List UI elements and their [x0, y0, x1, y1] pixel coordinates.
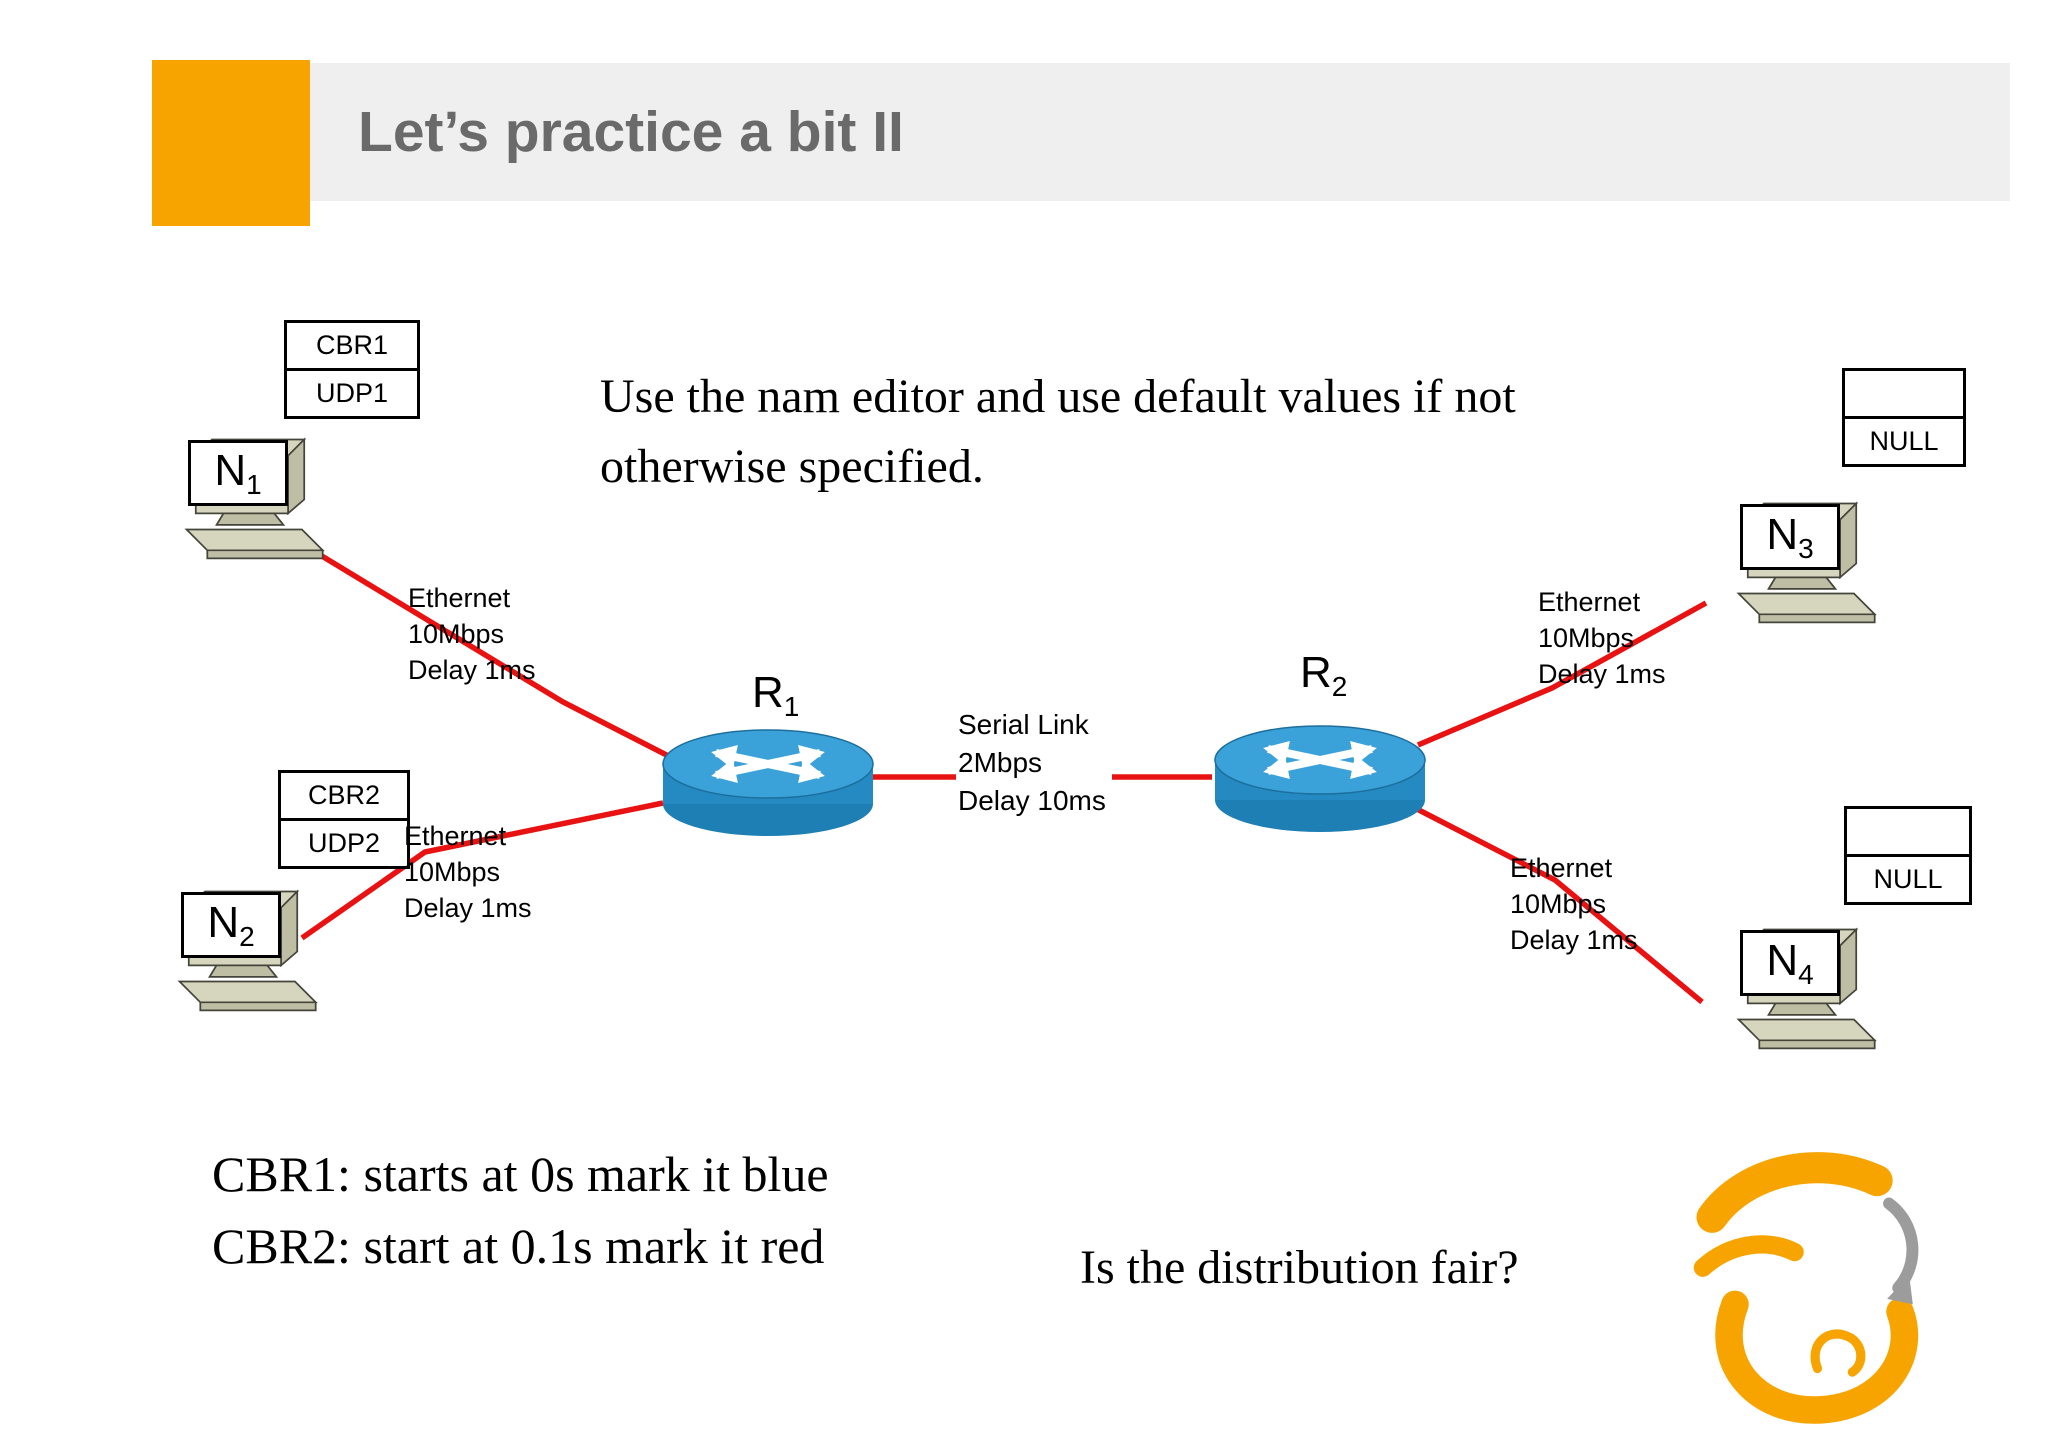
node-subscript: 4 — [1798, 959, 1814, 990]
node-label-n3: N3 — [1740, 504, 1840, 570]
router-r2 — [1210, 712, 1430, 837]
node-name: N — [207, 898, 240, 947]
router-icon — [1214, 725, 1426, 832]
router-label-r1: R1 — [752, 668, 799, 723]
router-subscript: 2 — [1331, 671, 1348, 702]
agent-empty-cell — [1845, 371, 1963, 419]
agent-udp1-label: UDP1 — [315, 378, 389, 408]
link-label-n4: Ethernet 10Mbps Delay 1ms — [1510, 853, 1638, 955]
host-n2: N2 — [165, 880, 351, 1030]
node-subscript: 1 — [246, 469, 262, 500]
link-label-n1: Ethernet 10Mbps Delay 1ms — [408, 583, 536, 685]
node-label-n2: N2 — [181, 892, 281, 958]
agent-box-null-n3: NULL — [1842, 368, 1966, 467]
agent-cbr2-label: CBR2 — [281, 773, 407, 821]
host-n3: N3 — [1724, 492, 1910, 642]
agent-box-cbr2: CBR2 UDP2 — [278, 770, 410, 869]
accent-square — [152, 60, 310, 226]
node-name: N — [214, 446, 247, 495]
note-cbr2: CBR2: start at 0.1s mark it red — [212, 1218, 825, 1274]
agent-box-cbr1: CBR1 UDP1 — [284, 320, 420, 419]
agent-null3-label: NULL — [1869, 426, 1939, 456]
page-title: Let’s practice a bit II — [358, 100, 904, 164]
agent-empty-cell — [1847, 809, 1969, 857]
host-n1: N1 — [172, 428, 358, 578]
header-band: Let’s practice a bit II — [310, 63, 2010, 201]
logo-swirl-icon — [1693, 1152, 1919, 1424]
node-subscript: 2 — [239, 921, 255, 952]
node-label-n1: N1 — [188, 440, 288, 506]
notes-block: CBR1: starts at 0s mark it blue CBR2: st… — [212, 1138, 829, 1282]
node-name: N — [1766, 510, 1799, 559]
node-subscript: 3 — [1798, 533, 1814, 564]
link-label-serial: Serial Link 2Mbps Delay 10ms — [956, 706, 1112, 820]
note-cbr1: CBR1: starts at 0s mark it blue — [212, 1146, 829, 1202]
question-text: Is the distribution fair? — [1080, 1241, 1519, 1294]
instruction-text: Use the nam editor and use default value… — [600, 370, 1516, 493]
router-name: R — [1300, 648, 1332, 697]
router-icon — [662, 729, 874, 836]
agent-udp2-label: UDP2 — [307, 828, 381, 858]
agent-cbr1-label: CBR1 — [287, 323, 417, 371]
agent-null4-label: NULL — [1873, 864, 1943, 894]
router-r1 — [658, 716, 878, 841]
node-name: N — [1766, 936, 1799, 985]
router-subscript: 1 — [783, 691, 800, 722]
link-label-n2: Ethernet 10Mbps Delay 1ms — [404, 821, 532, 923]
agent-box-null-n4: NULL — [1844, 806, 1972, 905]
router-label-r2: R2 — [1300, 648, 1347, 703]
link-label-n3: Ethernet 10Mbps Delay 1ms — [1538, 587, 1666, 689]
node-label-n4: N4 — [1740, 930, 1840, 996]
router-name: R — [752, 668, 784, 717]
host-n4: N4 — [1724, 918, 1910, 1068]
